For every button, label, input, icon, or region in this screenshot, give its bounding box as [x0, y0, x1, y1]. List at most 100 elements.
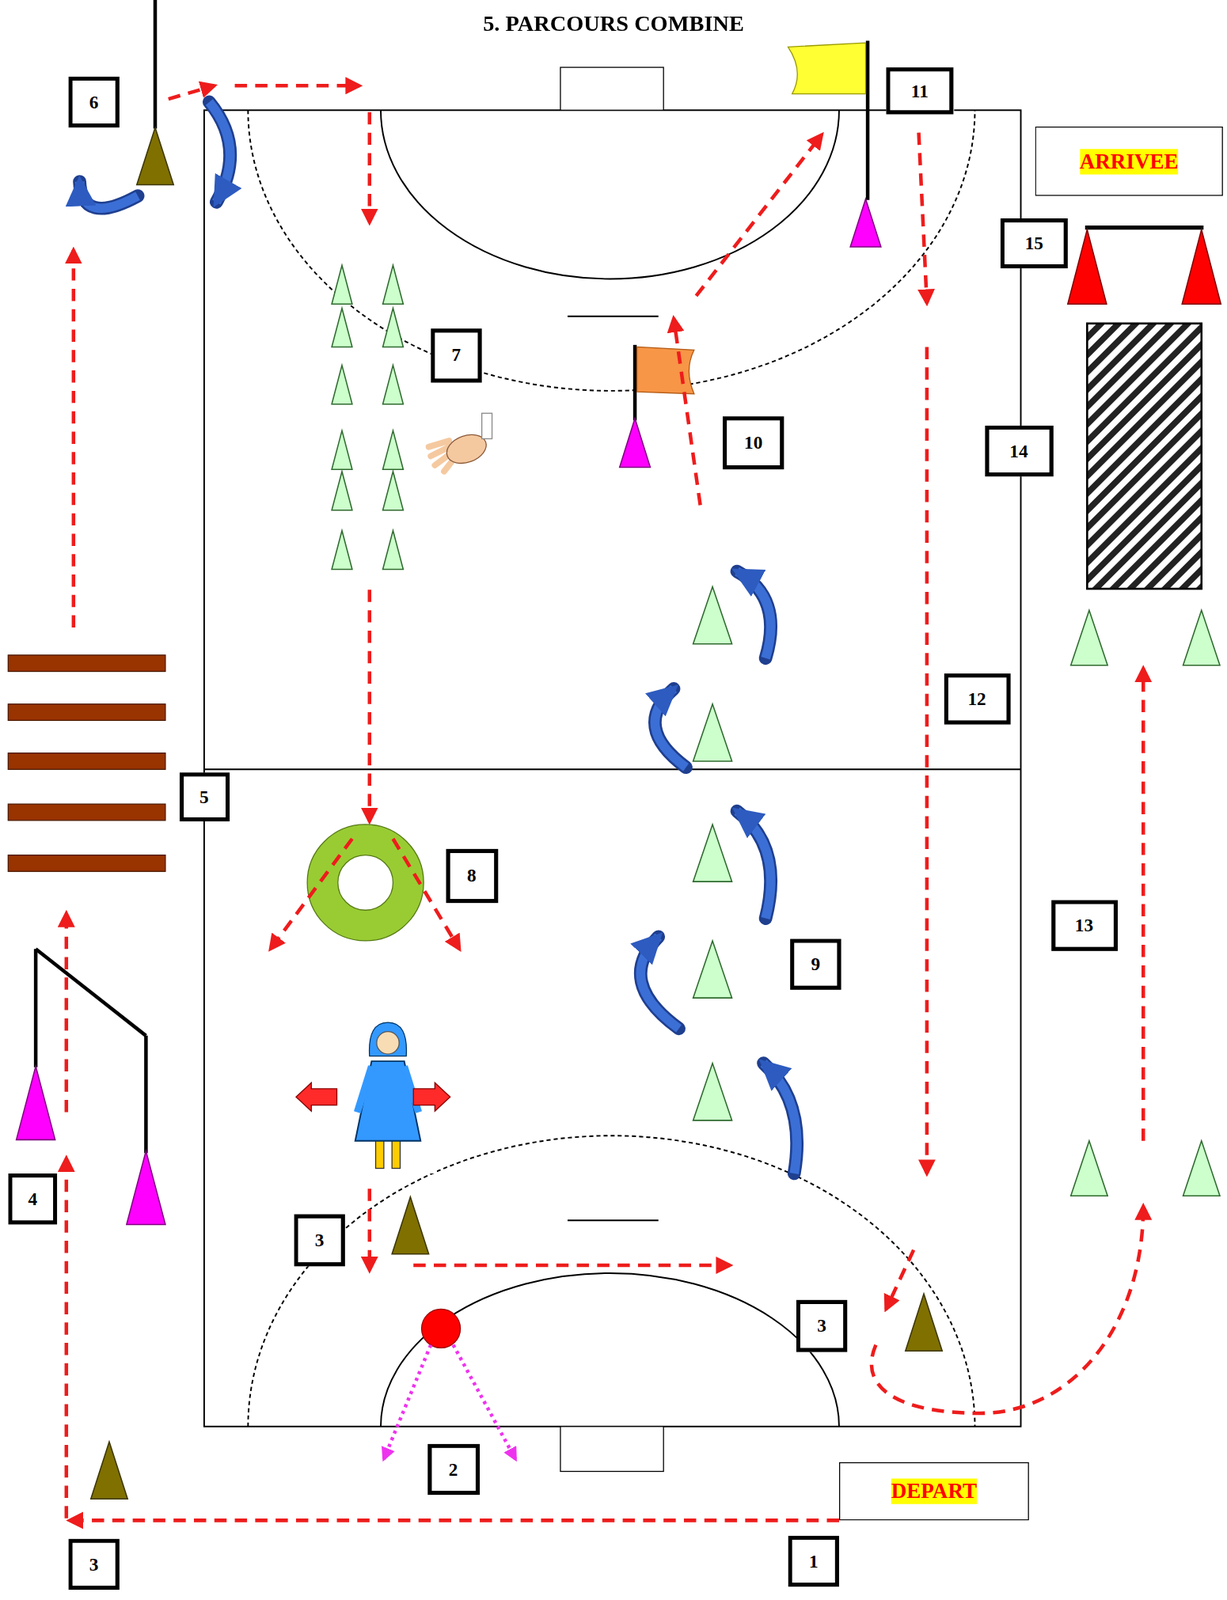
- ring: [322, 839, 408, 926]
- small-cone: [331, 307, 353, 347]
- yellow-flag: [788, 42, 867, 94]
- callout-number: 3: [816, 1315, 827, 1338]
- arm: [357, 1067, 418, 1114]
- red-cone: [1181, 229, 1221, 304]
- small-cone: [331, 471, 353, 511]
- route-arrow: [235, 83, 360, 88]
- route-arrow: [368, 112, 373, 223]
- slalom-cone: [693, 704, 733, 762]
- slalom-cone: [693, 824, 733, 882]
- callout-number: 7: [452, 344, 462, 366]
- callout-box: 3: [293, 1214, 345, 1267]
- cone: [1183, 610, 1220, 666]
- route-arrow: [64, 913, 69, 1113]
- callout-number: 9: [811, 953, 821, 976]
- turn-arrow: [79, 182, 139, 209]
- callout-number: 5: [199, 786, 209, 809]
- mat: [1086, 323, 1201, 589]
- ladder-rung: [7, 753, 166, 771]
- callout-box: 12: [943, 673, 1011, 725]
- head: [376, 1032, 399, 1055]
- sign-text: DEPART: [891, 1478, 977, 1505]
- callout-box: 2: [427, 1444, 480, 1496]
- route-arrow: [368, 589, 373, 822]
- ladder-rung: [7, 855, 166, 873]
- pole: [866, 41, 870, 201]
- slalom-cone: [693, 586, 733, 644]
- seven-m-line: [567, 315, 659, 318]
- small-cone: [331, 365, 353, 405]
- route-arrow: [72, 250, 76, 628]
- small-cone: [331, 265, 353, 304]
- turn-arrow: [640, 937, 679, 1030]
- callout-box: 3: [796, 1299, 848, 1353]
- callout-box: 7: [430, 328, 482, 383]
- turn-arrow: [79, 182, 139, 209]
- route-arrow: [1141, 668, 1146, 1142]
- callout-box: 8: [445, 848, 498, 903]
- turn-arrow: [736, 571, 772, 659]
- callout-number: 2: [448, 1458, 459, 1481]
- callout-number: 13: [1075, 915, 1094, 937]
- callout-box: 1: [788, 1536, 840, 1588]
- leg: [376, 1138, 384, 1170]
- callout-box: 4: [7, 1173, 57, 1225]
- sign-box: ARRIVEE: [1035, 126, 1224, 197]
- small-cone: [383, 307, 404, 347]
- route-arrow: [695, 134, 822, 297]
- turn-arrow: [763, 1063, 798, 1174]
- handball-court: [204, 67, 1022, 1472]
- callout-box: 15: [1000, 217, 1068, 268]
- goal: [560, 67, 664, 111]
- dress: [355, 1061, 422, 1142]
- pole: [633, 345, 638, 421]
- ladder-rung: [7, 704, 166, 722]
- callout-number: 3: [315, 1229, 325, 1251]
- seven-m-line: [567, 1219, 659, 1222]
- turn-arrow: [763, 1063, 798, 1174]
- callout-box: 3: [68, 1539, 119, 1591]
- small-cone: [383, 471, 404, 511]
- callout-number: 15: [1025, 231, 1044, 254]
- callout-number: 10: [744, 432, 763, 454]
- turn-arrow: [208, 102, 230, 202]
- ring-edge: [307, 824, 424, 942]
- callout-number: 12: [967, 688, 986, 711]
- callout-box: 5: [178, 772, 229, 822]
- route-arrow: [368, 1189, 373, 1271]
- small-cone: [383, 430, 404, 470]
- small-cone: [383, 531, 404, 570]
- turn-arrow: [654, 688, 686, 768]
- red-cone: [1067, 229, 1107, 304]
- small-cone: [331, 531, 353, 570]
- route-arrow: [673, 318, 701, 506]
- olive-cone: [136, 127, 174, 185]
- route-arrow: [885, 1250, 914, 1311]
- slalom-cone: [693, 1063, 733, 1121]
- callout-number: 11: [911, 79, 929, 102]
- callout-number: 3: [89, 1553, 99, 1576]
- callout-box: 10: [722, 416, 784, 470]
- goal-area-arc: [380, 110, 840, 279]
- magenta-cone: [619, 418, 651, 468]
- court-outline: [204, 110, 1022, 1427]
- callout-number: 4: [27, 1189, 38, 1211]
- magenta-cone: [16, 1067, 56, 1141]
- route-arrow: [919, 132, 927, 304]
- shot-arrow: [453, 1345, 517, 1460]
- turn-arrow: [640, 937, 679, 1030]
- hair: [369, 1022, 407, 1057]
- route-arrow: [64, 1158, 69, 1520]
- callout-box: 13: [1051, 900, 1118, 951]
- callout-number: 8: [467, 865, 477, 887]
- callout-number: 6: [89, 91, 99, 113]
- callout-number: 1: [809, 1550, 819, 1573]
- ring-edge: [338, 855, 394, 912]
- turn-arrow: [736, 811, 772, 919]
- callout-box: 14: [984, 425, 1053, 477]
- shot-arrow: [383, 1345, 431, 1460]
- pole: [153, 0, 158, 129]
- slalom-cone: [693, 941, 733, 999]
- callout-number: 14: [1009, 440, 1028, 462]
